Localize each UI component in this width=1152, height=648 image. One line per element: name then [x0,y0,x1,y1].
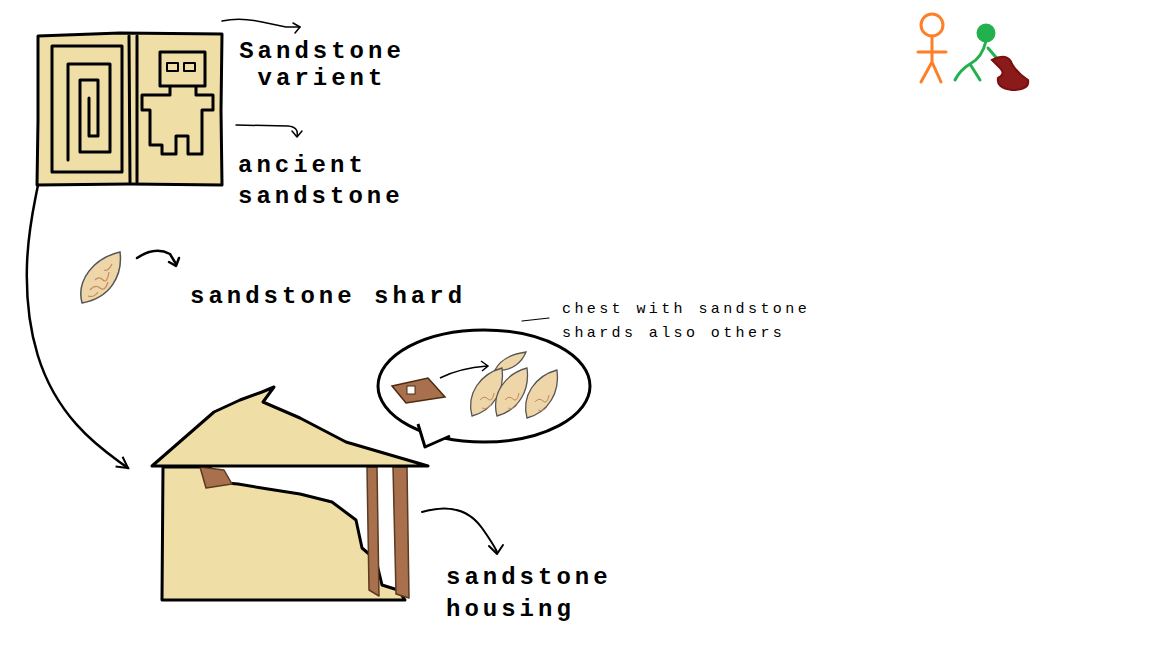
shard-pile [471,352,558,418]
block-outline [37,33,222,185]
house-pillar [367,467,379,596]
bubble-arrow [440,361,488,378]
bubble-tail-fill [420,420,448,443]
orange-figure-head [921,14,943,36]
sandstone-housing: sandstone housing [150,390,430,600]
house-beam [200,467,232,488]
leader-line [222,19,300,27]
chest-latch [407,386,415,394]
leader-line [422,508,497,552]
green-figure-head [978,25,994,41]
bubble-outline [378,330,590,442]
chest-bubble [378,330,590,447]
item-label: sandstone shard [190,283,466,311]
leader-line [236,125,297,136]
orange-figure-body [918,36,946,82]
leader-head [293,23,300,33]
leader-head [169,258,179,266]
sandstone-block: Sandstone varientancient sandstone [37,33,222,185]
house-roof [152,387,428,466]
block-divider [129,36,137,182]
chest-icon [392,378,445,403]
stick-figures [918,14,1028,90]
shard-veins [480,393,549,411]
block-figure [142,52,213,154]
leader-line [522,318,549,321]
shard-shape [81,252,121,303]
leader-head [292,131,302,137]
part-label: sandstone housing [446,562,636,626]
block-panel [52,46,122,172]
part-label: ancient sandstone [238,150,428,212]
sandstone-block-picture [37,33,222,185]
leader-head [489,545,503,554]
callout-note: chest with sandstone shards also others [562,298,824,346]
flow-arrow [27,185,128,468]
part-label: Sandstone varient [232,38,412,92]
sandstone-housing-picture [152,387,428,600]
shard-shape [495,352,526,370]
house-wall [162,467,405,600]
block-eyes [167,63,195,71]
shard-veins [88,264,112,297]
sandstone-shard-icon [81,252,121,303]
house-pillar [393,467,409,598]
block-spiral [68,64,110,160]
red-blob [992,57,1028,90]
